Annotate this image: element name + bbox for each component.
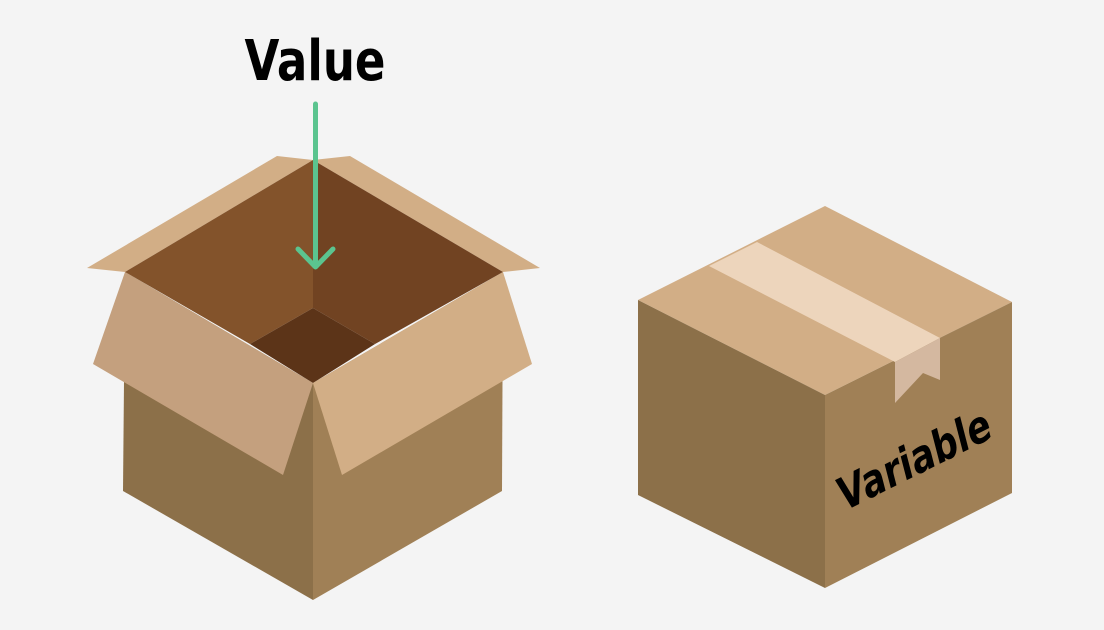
closed-box-right-face xyxy=(825,302,1012,588)
tape-tab xyxy=(895,338,940,403)
inner-floor xyxy=(250,308,375,383)
closed-box-left-face xyxy=(638,300,825,588)
open-box xyxy=(87,156,540,600)
front-right-flap xyxy=(313,272,532,475)
back-flaps xyxy=(87,156,540,272)
tape-strip xyxy=(709,242,940,362)
inner-left-wall xyxy=(125,160,313,344)
front-left-flap xyxy=(93,272,313,475)
inner-right-wall xyxy=(313,160,503,344)
arrow-down-icon xyxy=(295,101,336,270)
closed-box xyxy=(638,206,1012,588)
value-label: Value xyxy=(245,29,386,94)
